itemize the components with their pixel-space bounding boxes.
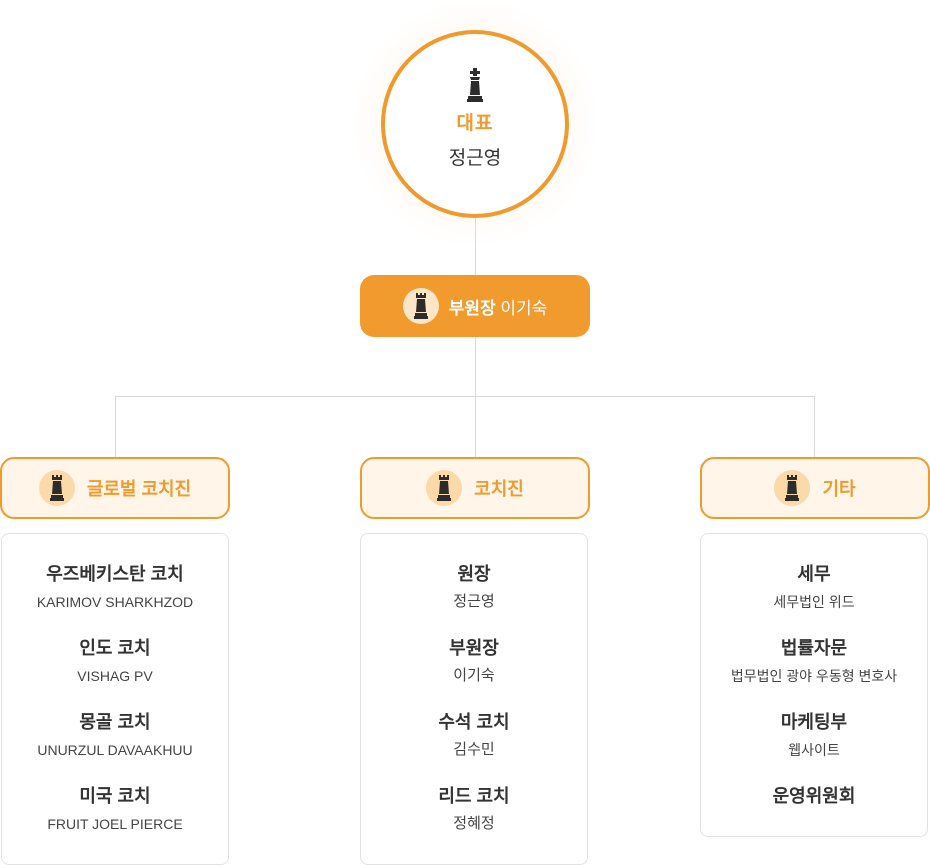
member-title: 수석 코치 bbox=[438, 712, 510, 732]
member-name: 김수민 bbox=[453, 741, 495, 758]
dept-header-global-coaches: 글로벌 코치진 bbox=[0, 457, 230, 519]
member-name: 법무법인 광야 우동형 변호사 bbox=[730, 668, 898, 684]
dept-title: 코치진 bbox=[474, 479, 524, 499]
member-title: 세무 bbox=[797, 564, 831, 584]
member-title: 마케팅부 bbox=[780, 712, 848, 732]
dept-badge bbox=[774, 470, 811, 506]
member-name: 정근영 bbox=[453, 593, 495, 610]
ceo-node: 대표 정근영 bbox=[381, 30, 569, 218]
dept-header-etc: 기타 bbox=[700, 457, 930, 519]
connector-vice-down bbox=[475, 337, 476, 457]
card-etc: 세무 세무법인 위드 법률자문 법무법인 광야 우동형 변호사 마케팅부 웹사이… bbox=[700, 533, 928, 837]
member-entry: 몽골 코치 UNURZUL DAVAAKHUU bbox=[37, 710, 192, 766]
member-name: 세무법인 위드 bbox=[773, 594, 855, 610]
vice-role: 부원장 bbox=[448, 298, 496, 318]
dept-title: 글로벌 코치진 bbox=[86, 479, 192, 499]
vice-name: 이기숙 bbox=[500, 298, 548, 318]
chess-rook-icon bbox=[437, 475, 452, 501]
member-entry: 우즈베키스탄 코치 KARIMOV SHARKHZOD bbox=[37, 562, 193, 618]
member-title: 부원장 bbox=[449, 638, 499, 658]
member-entry: 부원장 이기숙 bbox=[449, 636, 499, 692]
member-entry: 미국 코치 FRUIT JOEL PIERCE bbox=[47, 784, 182, 840]
member-entry: 수석 코치 김수민 bbox=[438, 710, 509, 766]
member-title: 미국 코치 bbox=[79, 786, 151, 806]
chess-rook-icon bbox=[49, 475, 64, 501]
chess-rook-icon bbox=[467, 68, 483, 102]
member-name: VISHAG PV bbox=[77, 668, 153, 684]
member-entry: 운영위원회 bbox=[773, 784, 856, 808]
member-entry: 법률자문 법무법인 광야 우동형 변호사 bbox=[731, 636, 897, 692]
member-title: 법률자문 bbox=[780, 638, 848, 658]
member-name: FRUIT JOEL PIERCE bbox=[47, 816, 183, 832]
member-entry: 마케팅부 웹사이트 bbox=[781, 710, 847, 766]
ceo-name: 정근영 bbox=[448, 148, 502, 169]
member-name: 웹사이트 bbox=[788, 742, 840, 758]
member-entry: 인도 코치 VISHAG PV bbox=[77, 636, 152, 692]
member-name: KARIMOV SHARKHZOD bbox=[36, 594, 194, 610]
chess-rook-icon bbox=[785, 475, 800, 501]
member-title: 우즈베키스탄 코치 bbox=[46, 564, 184, 584]
vice-label: 부원장 이기숙 bbox=[449, 294, 548, 319]
dept-badge bbox=[38, 470, 75, 506]
card-coaches: 원장 정근영 부원장 이기숙 수석 코치 김수민 리드 코치 정혜정 bbox=[360, 533, 588, 865]
member-name: 이기숙 bbox=[453, 667, 495, 684]
connector-left bbox=[115, 396, 116, 457]
member-entry: 리드 코치 정혜정 bbox=[438, 784, 509, 840]
vice-node: 부원장 이기숙 bbox=[360, 275, 590, 337]
connector-horizontal bbox=[115, 396, 815, 397]
dept-header-coaches: 코치진 bbox=[360, 457, 590, 519]
member-title: 인도 코치 bbox=[79, 638, 151, 658]
chess-rook-icon bbox=[413, 293, 428, 319]
card-global-coaches: 우즈베키스탄 코치 KARIMOV SHARKHZOD 인도 코치 VISHAG… bbox=[1, 533, 229, 865]
member-title: 운영위원회 bbox=[772, 786, 856, 806]
vice-badge bbox=[402, 288, 439, 324]
member-entry: 원장 정근영 bbox=[453, 562, 494, 618]
dept-badge bbox=[426, 470, 463, 506]
member-entry: 세무 세무법인 위드 bbox=[773, 562, 854, 618]
ceo-role: 대표 bbox=[456, 113, 494, 134]
member-name: UNURZUL DAVAAKHUU bbox=[37, 742, 193, 758]
dept-title: 기타 bbox=[822, 479, 856, 499]
member-title: 몽골 코치 bbox=[79, 712, 151, 732]
member-title: 리드 코치 bbox=[438, 786, 510, 806]
member-title: 원장 bbox=[457, 564, 491, 584]
member-name: 정혜정 bbox=[453, 815, 495, 832]
connector-right bbox=[814, 396, 815, 457]
